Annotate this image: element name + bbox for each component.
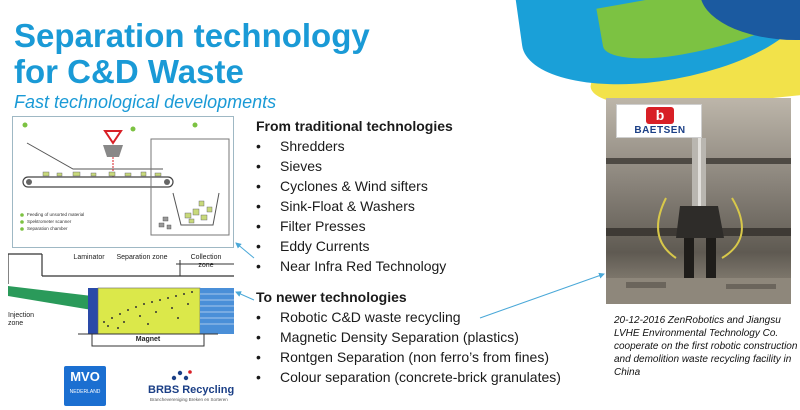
list-item: • Sink-Float & Washers bbox=[256, 196, 446, 216]
list-item: • Colour separation (concrete-brick granu… bbox=[256, 367, 561, 387]
traditional-heading: From traditional technologies bbox=[256, 118, 453, 134]
baetsen-logo-text: BAETSEN bbox=[634, 125, 686, 136]
list-item: • Magnetic Density Separation (plastics) bbox=[256, 327, 561, 347]
list-item-text: Rontgen Separation (non ferro’s from fin… bbox=[280, 349, 549, 365]
slide-title-line1: Separation technology bbox=[14, 17, 370, 54]
arrow-to-sorter bbox=[235, 242, 255, 259]
photo-caption: 20-12-2016 ZenRobotics and Jiangsu LVHE … bbox=[614, 315, 798, 378]
robot-photo: b BAETSEN bbox=[606, 98, 791, 304]
list-item: • Rontgen Separation (non ferro’s from fi… bbox=[256, 347, 561, 367]
list-item: • Filter Presses bbox=[256, 216, 446, 236]
bullet-icon: • bbox=[256, 178, 261, 194]
list-item-text: Near Infra Red Technology bbox=[280, 258, 447, 274]
legend-chamber: Separation chamber bbox=[27, 226, 68, 231]
slide-title: Separation technology for C&D Waste bbox=[14, 18, 434, 90]
baetsen-logo-mark: b bbox=[646, 107, 674, 124]
bullet-icon: • bbox=[256, 329, 261, 345]
slide-title-line2: for C&D Waste bbox=[14, 53, 244, 90]
label-laminator: Laminator bbox=[73, 254, 105, 261]
slide-subtitle: Fast technological developments bbox=[14, 92, 277, 112]
newer-list: • Robotic C&D waste recycling • Magnetic De… bbox=[256, 307, 561, 387]
legend-scanner: Spektrometer scanner bbox=[27, 219, 72, 224]
arrow-to-mds bbox=[235, 291, 255, 301]
traditional-list: • Shredders • Sieves • Cyclones & Wind sifter… bbox=[256, 136, 446, 276]
robot-photo-drawing bbox=[606, 138, 791, 304]
list-item-text: Eddy Currents bbox=[280, 238, 370, 254]
list-item-text: Filter Presses bbox=[280, 218, 366, 234]
mvo-logo-subtext: NEDERLAND bbox=[69, 389, 101, 395]
list-item-text: Cyclones & Wind sifters bbox=[280, 178, 428, 194]
list-item: • Eddy Currents bbox=[256, 236, 446, 256]
bullet-icon: • bbox=[256, 258, 261, 274]
bullet-icon: • bbox=[256, 309, 261, 325]
bullet-icon: • bbox=[256, 158, 261, 174]
magnetic-separation-diagram: Laminator Separation zone Collection zon… bbox=[7, 252, 234, 352]
legend-feeding: Feeding of unsorted material bbox=[27, 212, 85, 217]
mvo-logo-text: MVO bbox=[70, 369, 100, 384]
mvo-nederland-logo: MVO NEDERLAND bbox=[64, 366, 106, 406]
bullet-icon: • bbox=[256, 238, 261, 254]
list-item-text: Magnetic Density Separation (plastics) bbox=[280, 329, 519, 345]
bullet-icon: • bbox=[256, 369, 261, 385]
brbs-logo-mark bbox=[171, 370, 192, 381]
bullet-icon: • bbox=[256, 349, 261, 365]
list-item-text: Robotic C&D waste recycling bbox=[280, 309, 461, 325]
list-item-text: Colour separation (concrete-brick granul… bbox=[280, 369, 561, 385]
list-item-text: Shredders bbox=[280, 138, 345, 154]
bullet-icon: • bbox=[256, 218, 261, 234]
list-item-text: Sieves bbox=[280, 158, 323, 174]
brbs-logo-subtext: Branchevereniging Breken en Sorteren bbox=[150, 397, 228, 402]
label-magnet: Magnet bbox=[135, 336, 161, 343]
list-item: • Shredders bbox=[256, 136, 446, 156]
list-item-text: Sink-Float & Washers bbox=[280, 198, 415, 214]
label-collection-zone: Collection zone bbox=[190, 254, 222, 269]
list-item: • Robotic C&D waste recycling bbox=[256, 307, 561, 327]
label-separation-zone: Separation zone bbox=[116, 254, 168, 261]
newer-heading: To newer technologies bbox=[256, 289, 407, 305]
brbs-logo-text: BRBS Recycling bbox=[148, 384, 235, 396]
list-item: • Sieves bbox=[256, 156, 446, 176]
sorting-machine-drawing bbox=[20, 122, 230, 236]
sorting-machine-diagram: Feeding of unsorted material Spektromete… bbox=[12, 116, 234, 248]
bullet-icon: • bbox=[256, 138, 261, 154]
list-item: • Near Infra Red Technology bbox=[256, 256, 446, 276]
label-injection-zone: Injection zone bbox=[8, 312, 35, 327]
bullet-icon: • bbox=[256, 198, 261, 214]
brbs-recycling-logo: BRBS Recycling Branchevereniging Breken … bbox=[148, 366, 240, 406]
list-item: • Cyclones & Wind sifters bbox=[256, 176, 446, 196]
baetsen-logo: b BAETSEN bbox=[616, 104, 702, 138]
magnetic-separation-drawing bbox=[7, 253, 234, 347]
